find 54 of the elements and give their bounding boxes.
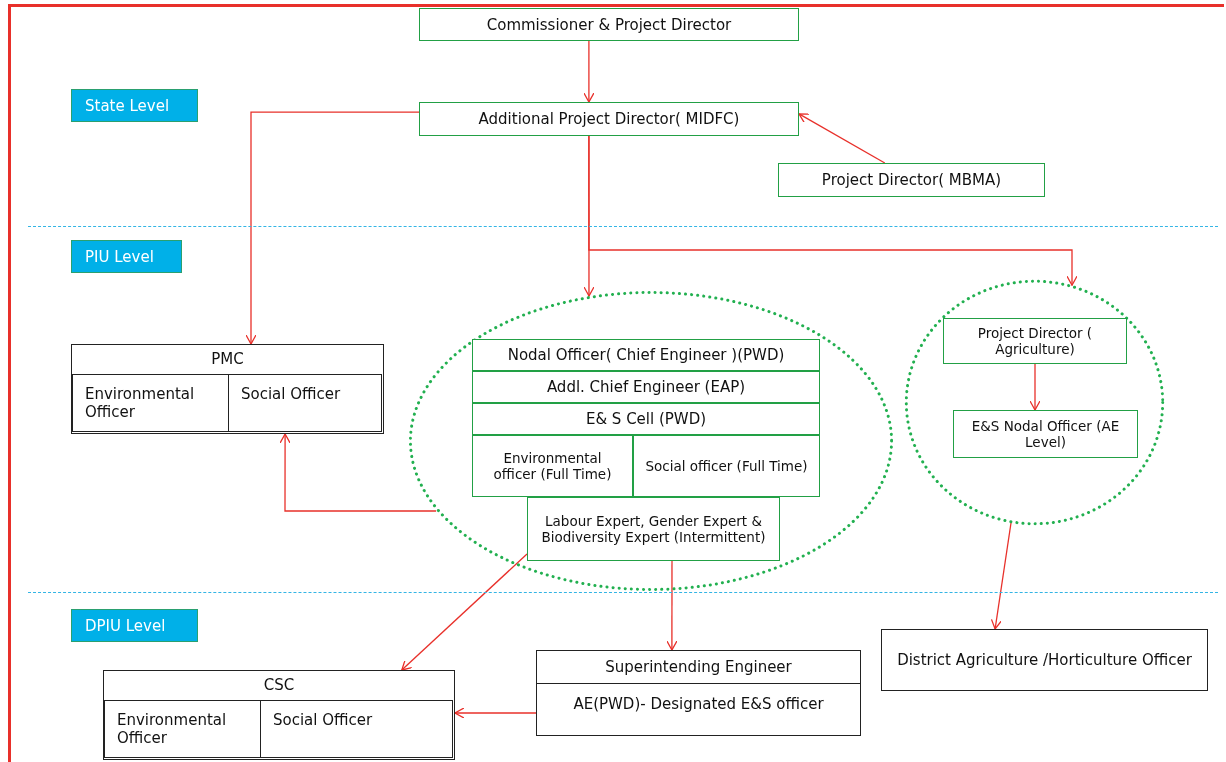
org-box: [943, 318, 1127, 364]
box-label: Environmental officer (Full Time): [492, 449, 613, 483]
level-tag: DPIU Level: [71, 609, 198, 642]
dotted-ellipse: [905, 280, 1164, 525]
box-label: Environmental Officer: [84, 384, 196, 423]
org-box: [633, 435, 820, 497]
box-label: Project Director( MBMA): [820, 171, 1003, 189]
arrow: [798, 113, 886, 164]
org-box: [419, 102, 799, 136]
dotted-ellipse: [408, 291, 894, 591]
org-box: [472, 339, 820, 371]
box-label: Project Director ( Agriculture): [976, 324, 1094, 358]
box-label: PMC: [210, 349, 245, 370]
org-box: [72, 374, 230, 432]
org-box: [103, 670, 455, 760]
box-label: Social Officer: [240, 384, 342, 405]
org-box: [881, 629, 1208, 691]
arrow: [454, 707, 537, 719]
arrow: [583, 40, 595, 103]
box-label: Environmental Officer: [116, 710, 228, 749]
level-tag: PIU Level: [71, 240, 182, 273]
arrow: [666, 560, 678, 651]
org-box: [472, 435, 633, 497]
arrow: [401, 553, 528, 671]
box-label: Social officer (Full Time): [644, 457, 809, 475]
arrow: [245, 111, 420, 345]
org-box: [419, 8, 799, 41]
box-label: Additional Project Director( MIDFC): [477, 110, 741, 128]
org-box: [536, 650, 861, 736]
org-box: [953, 410, 1138, 458]
arrow: [990, 522, 1012, 630]
org-box: [104, 700, 262, 758]
arrow: [279, 433, 437, 512]
box-label: CSC: [262, 675, 296, 696]
arrow: [588, 135, 1078, 286]
box-label: Addl. Chief Engineer (EAP): [545, 378, 747, 396]
org-box: [527, 497, 780, 561]
level-tag: State Level: [71, 89, 198, 122]
box-label: Social Officer: [272, 710, 374, 731]
org-box: [472, 371, 820, 403]
org-box: [472, 403, 820, 435]
org-box: [778, 163, 1045, 197]
box-label: District Agriculture /Horticulture Officer: [896, 651, 1193, 669]
org-box: [71, 344, 384, 434]
arrow: [1029, 363, 1041, 411]
box-label: E& S Cell (PWD): [584, 410, 708, 428]
org-box: [228, 374, 382, 432]
box-label: Commissioner & Project Director: [485, 15, 733, 34]
box-label: Superintending Engineer: [604, 657, 793, 678]
org-box: [260, 700, 453, 758]
box-label: Labour Expert, Gender Expert & Biodiversity Expert (Intermittent): [540, 512, 767, 546]
box-label: Nodal Officer( Chief Engineer )(PWD): [506, 346, 786, 364]
box-label: AE(PWD)- Designated E&S officer: [537, 683, 860, 736]
box-label: E&S Nodal Officer (AE Level): [970, 417, 1121, 451]
